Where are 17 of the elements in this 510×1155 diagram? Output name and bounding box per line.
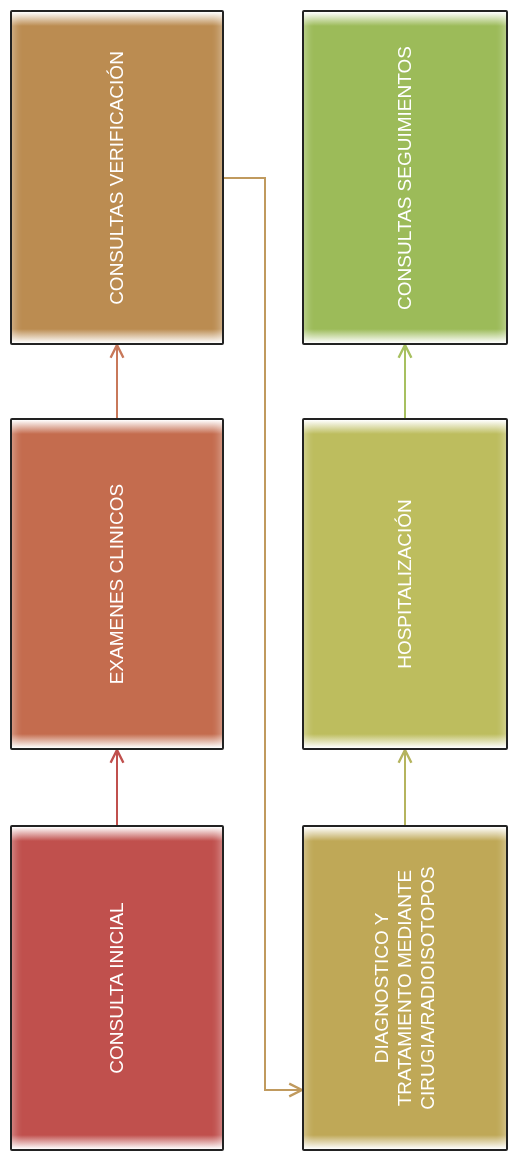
arrow	[397, 748, 413, 826]
box-label: DIAGNOSTICO Y TRATAMIENTO MEDIANTE CIRUGIA/RADIOISOTOPOS	[370, 865, 439, 1112]
arrow	[397, 343, 413, 419]
box-label: EXAMENES CLINICOS	[105, 482, 128, 687]
process-box	[10, 825, 224, 1151]
process-box	[10, 418, 224, 750]
box-label: CONSULTA INICIAL	[105, 901, 128, 1076]
box-label: CONSULTAS SEGUIMIENTOS	[393, 44, 416, 312]
arrow	[109, 748, 125, 826]
arrow	[109, 343, 125, 419]
process-box	[302, 825, 508, 1151]
box-label: HOSPITALIZACIÓN	[393, 498, 416, 671]
process-box	[10, 10, 224, 345]
arrow	[223, 177, 304, 1098]
box-label: CONSULTAS VERIFICACIÓN	[105, 49, 128, 307]
process-box	[302, 10, 508, 345]
process-box	[302, 418, 508, 750]
